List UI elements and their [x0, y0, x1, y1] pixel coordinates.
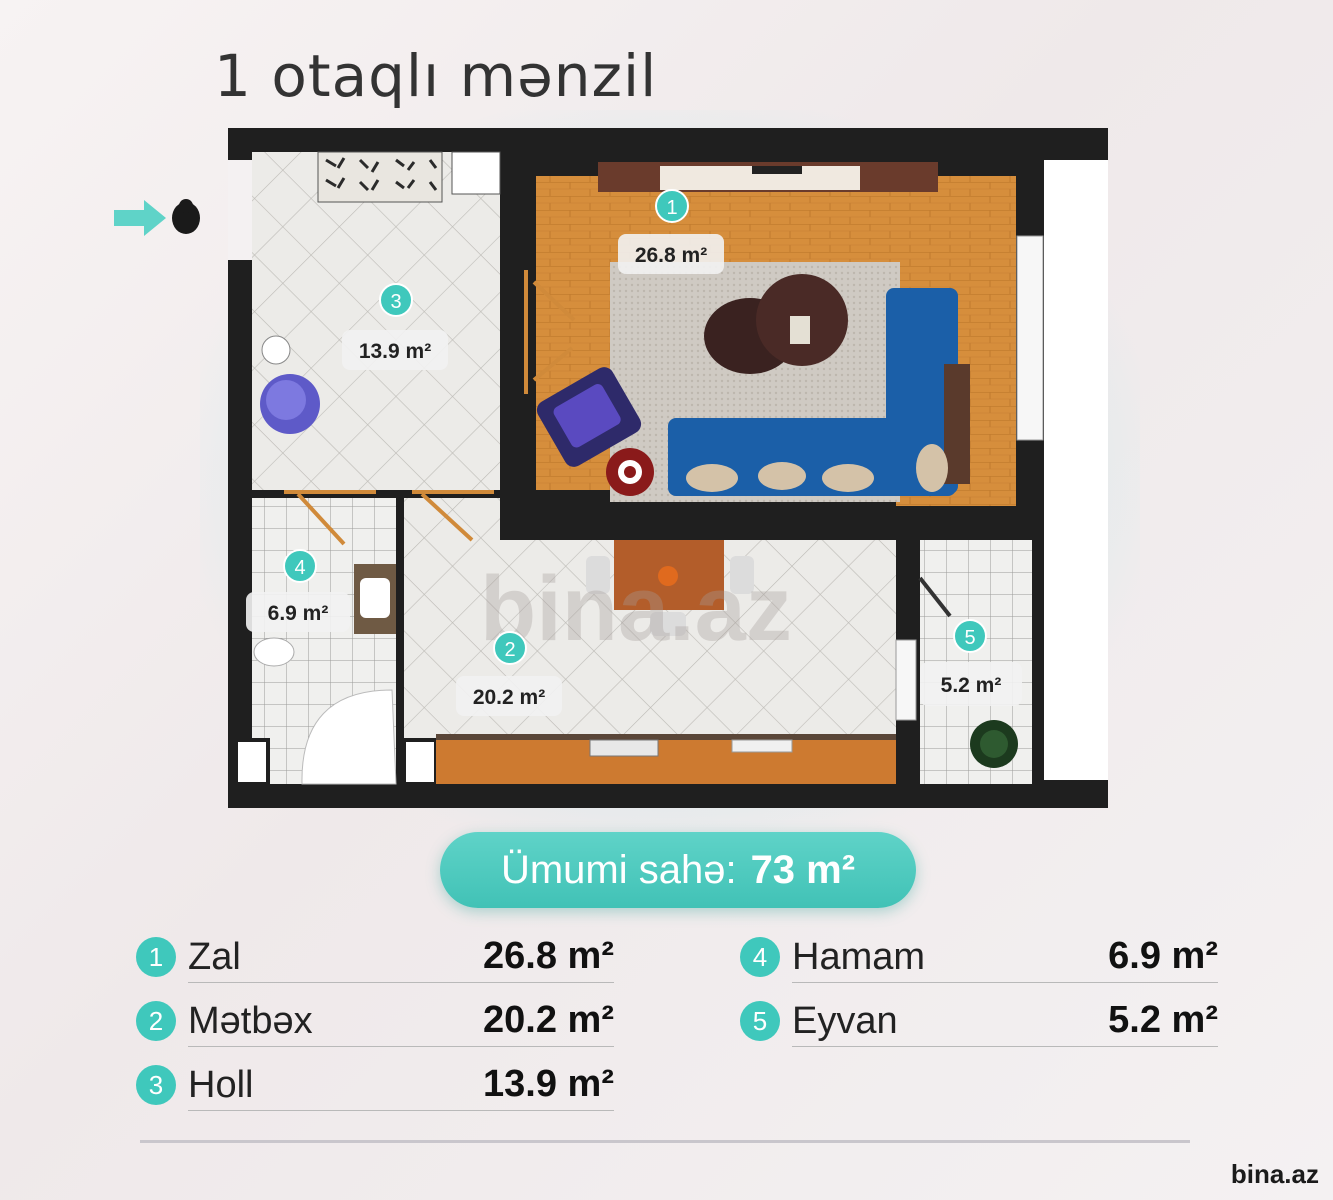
- legend-number: 5: [740, 1001, 780, 1041]
- svg-text:1: 1: [666, 197, 677, 219]
- person-icon: [172, 199, 200, 234]
- legend-number: 4: [740, 937, 780, 977]
- svg-text:5.2 m²: 5.2 m²: [941, 674, 1002, 697]
- room-marker-5: 5 5.2 m²: [920, 619, 1022, 706]
- legend-room-name: Mətbəx: [188, 999, 313, 1042]
- legend-room-area: 6.9 m²: [1108, 935, 1218, 977]
- page-title: 1 otaqlı mənzil: [214, 42, 658, 110]
- plan-watermark: bina.az: [480, 558, 792, 660]
- legend-room-name: Eyvan: [792, 999, 898, 1042]
- legend-item-holl: 3 Holl 13.9 m²: [136, 1060, 614, 1111]
- svg-text:20.2 m²: 20.2 m²: [473, 686, 545, 709]
- site-watermark: bina.az: [1230, 1159, 1319, 1189]
- legend-room-area: 13.9 m²: [483, 1063, 614, 1105]
- svg-text:2: 2: [504, 639, 515, 661]
- legend-room-area: 20.2 m²: [483, 999, 614, 1041]
- svg-text:6.9 m²: 6.9 m²: [268, 602, 329, 625]
- total-area-badge: Ümumi sahə: 73 m²: [440, 832, 916, 908]
- divider: [140, 1140, 1190, 1143]
- total-area-value: 73 m²: [750, 847, 856, 892]
- legend-item-eyvan: 5 Eyvan 5.2 m²: [740, 996, 1218, 1047]
- legend-number: 2: [136, 1001, 176, 1041]
- legend-item-metbex: 2 Mətbəx 20.2 m²: [136, 996, 614, 1047]
- legend-item-hamam: 4 Hamam 6.9 m²: [740, 932, 1218, 983]
- arrow-right-icon: [114, 200, 166, 236]
- legend-room-area: 26.8 m²: [483, 935, 614, 977]
- legend-room-name: Zal: [188, 935, 241, 978]
- room-marker-1: 1 26.8 m²: [618, 189, 724, 274]
- legend-item-zal: 1 Zal 26.8 m²: [136, 932, 614, 983]
- total-area-label: Ümumi sahə:: [500, 847, 737, 892]
- legend-room-name: Hamam: [792, 935, 926, 978]
- room-marker-2: 2 20.2 m²: [456, 631, 562, 716]
- room-marker-4: 4 6.9 m²: [246, 549, 350, 632]
- legend-room-area: 5.2 m²: [1108, 999, 1218, 1041]
- legend-number: 3: [136, 1065, 176, 1105]
- svg-text:3: 3: [390, 291, 401, 313]
- svg-text:5: 5: [964, 627, 975, 649]
- svg-text:13.9 m²: 13.9 m²: [359, 340, 431, 363]
- legend-number: 1: [136, 937, 176, 977]
- room-marker-3: 3 13.9 m²: [342, 283, 448, 370]
- room-hall: [252, 152, 500, 490]
- svg-text:4: 4: [294, 557, 305, 579]
- svg-text:26.8 m²: 26.8 m²: [635, 244, 707, 267]
- legend-room-name: Holl: [188, 1063, 254, 1106]
